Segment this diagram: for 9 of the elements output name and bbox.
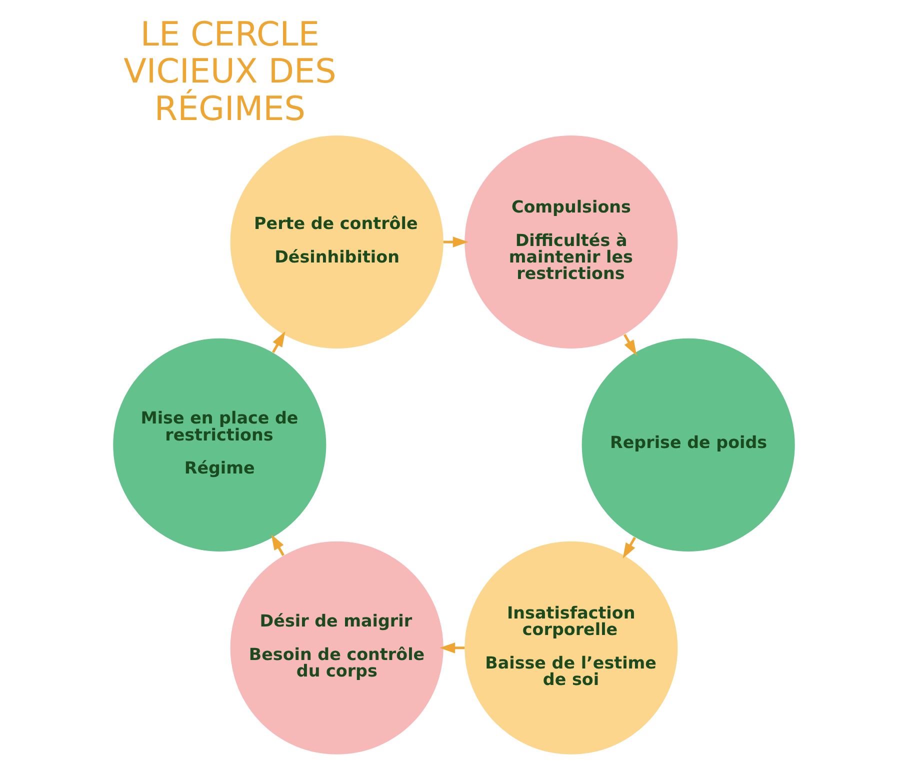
arrow [271, 534, 284, 556]
arrow [624, 334, 637, 356]
node-circle: Désir de maigrir Besoin de contrôle du corps [230, 541, 444, 754]
arrow [272, 331, 286, 354]
node-circle: Compulsions Difficultés à maintenir les restrictions [464, 136, 678, 349]
arrow [440, 642, 465, 654]
arrow [622, 536, 636, 558]
diagram-title: LE CERCLE VICIEUX DES RÉGIMES [124, 14, 336, 128]
arrow [443, 236, 468, 248]
